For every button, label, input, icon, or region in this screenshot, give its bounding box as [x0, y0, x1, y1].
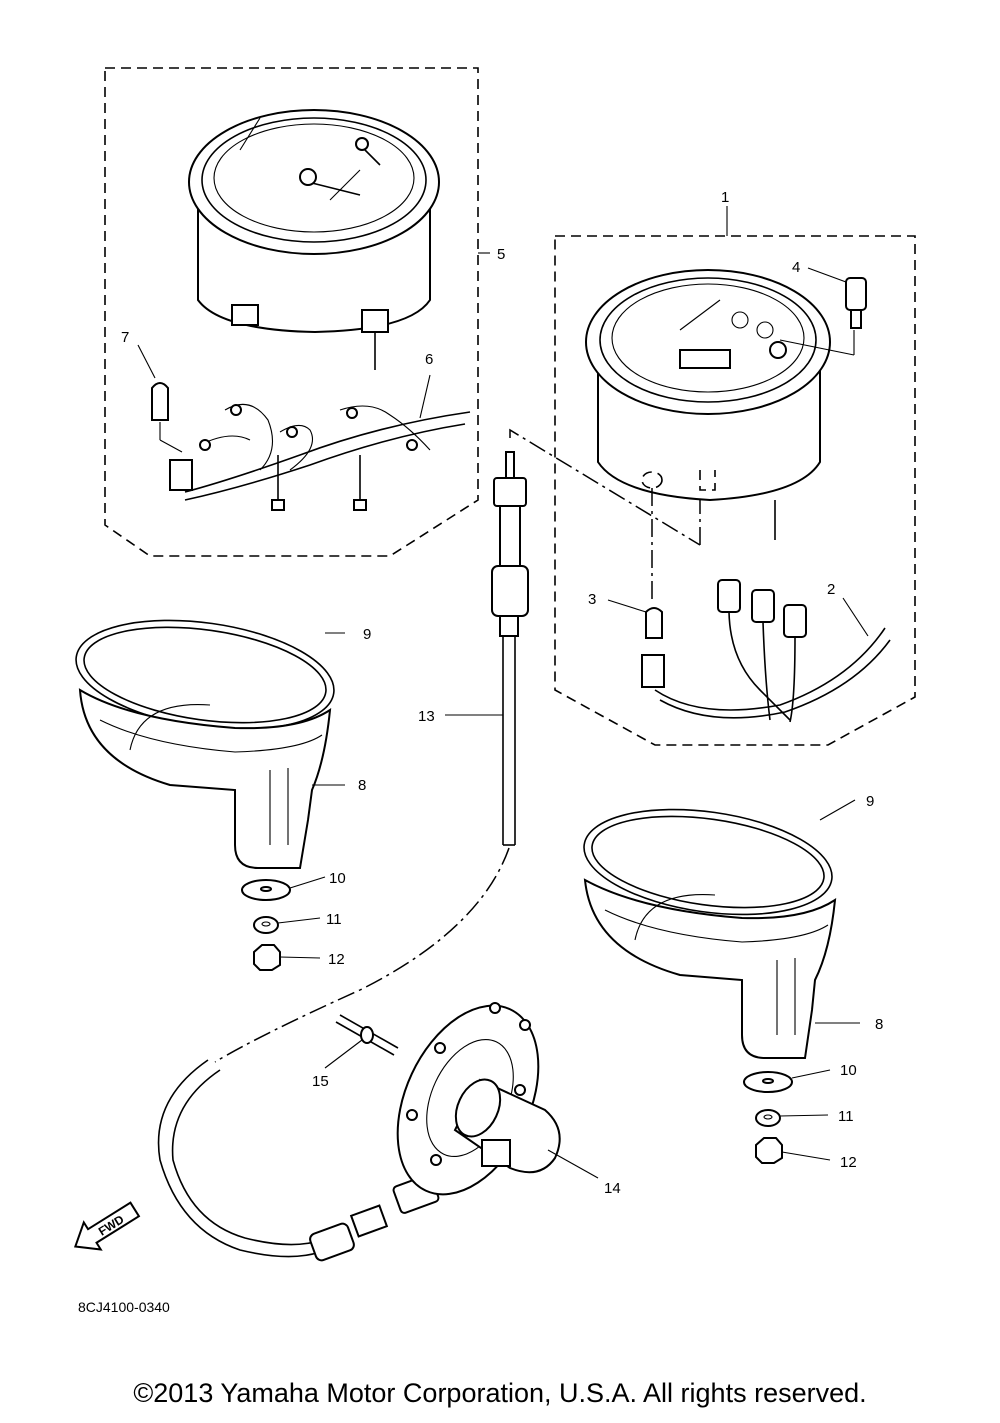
lock-washer-11-right — [755, 1109, 829, 1127]
callout-2: 2 — [827, 581, 835, 598]
callout-9-left: 9 — [363, 626, 371, 643]
callout-5: 5 — [497, 246, 505, 263]
fwd-arrow-icon: FWD — [73, 1201, 141, 1251]
callout-12-right: 12 — [840, 1154, 857, 1171]
assembly-1-dashed-outline — [554, 235, 916, 746]
reset-knob-4 — [779, 267, 867, 356]
callout-15: 15 — [312, 1073, 329, 1090]
gasket-9-right — [583, 799, 856, 916]
callout-1: 1 — [721, 189, 729, 206]
callout-3: 3 — [588, 591, 596, 608]
callout-8-right: 8 — [875, 1016, 883, 1033]
callout-10-right: 10 — [840, 1062, 857, 1079]
callout-13: 13 — [418, 708, 435, 725]
pin-15 — [324, 1014, 399, 1069]
diagram-code: 8CJ4100-0340 — [78, 1299, 170, 1315]
washer-10-right — [743, 1069, 831, 1093]
callout-11-right: 11 — [838, 1108, 854, 1125]
callout-14: 14 — [604, 1180, 621, 1197]
wire-harness-6 — [184, 374, 471, 511]
callout-6: 6 — [425, 351, 433, 368]
callout-4: 4 — [792, 259, 800, 276]
callout-10-left: 10 — [329, 870, 346, 887]
bulb-socket-3 — [607, 488, 665, 688]
meter-cable-13 — [157, 451, 529, 1262]
callout-12-left: 12 — [328, 951, 345, 968]
gear-unit-14 — [396, 1002, 599, 1196]
bulb-socket-7 — [137, 344, 193, 491]
speedometer — [188, 109, 440, 370]
callout-8-left: 8 — [358, 777, 366, 794]
callout-7: 7 — [121, 329, 129, 346]
bracket-8-right — [583, 878, 860, 1059]
tachometer — [585, 269, 831, 540]
lock-washer-11-left — [253, 916, 321, 934]
assembly-5-dashed-outline — [104, 67, 479, 557]
copyright-notice: ©2013 Yamaha Motor Corporation, U.S.A. A… — [133, 1378, 867, 1408]
nut-12-left — [253, 944, 321, 971]
bracket-8-left — [78, 688, 345, 869]
washer-10-left — [241, 876, 326, 901]
wire-harness-2 — [654, 579, 891, 723]
callout-11-left: 11 — [326, 911, 342, 928]
nut-12-right — [755, 1137, 831, 1164]
callout-9-right: 9 — [866, 793, 874, 810]
